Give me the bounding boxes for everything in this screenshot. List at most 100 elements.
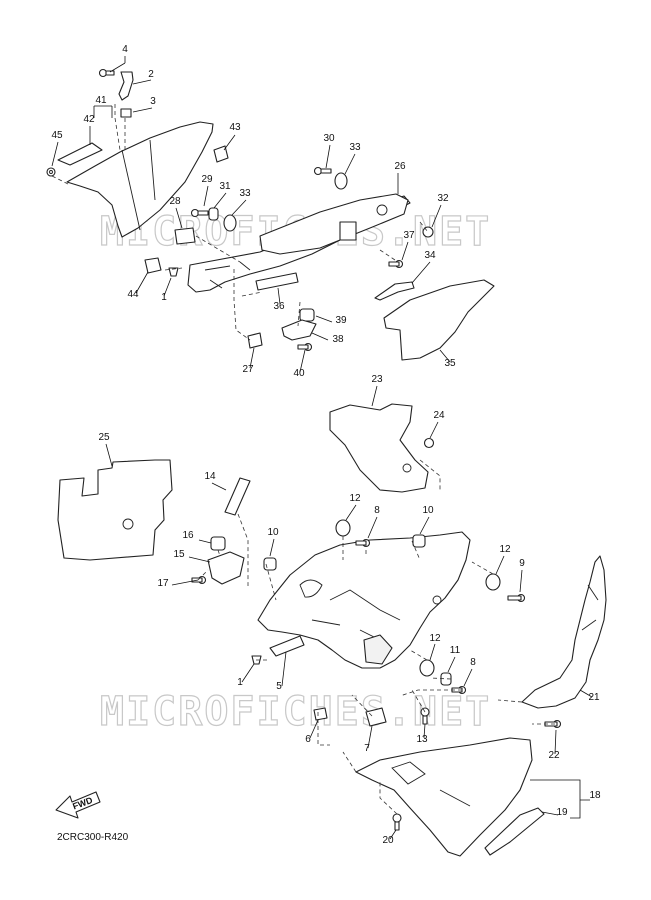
- callout-23: 23: [371, 374, 383, 385]
- callout-9: 9: [519, 558, 525, 569]
- nut-24: [423, 437, 435, 449]
- callout-35: 35: [444, 358, 456, 369]
- callout-25: 25: [98, 432, 110, 443]
- callout-39: 39: [335, 315, 347, 326]
- callout-44: 44: [127, 289, 139, 300]
- collar-16: [210, 536, 226, 551]
- stay-5: [269, 635, 305, 657]
- clip-43: [213, 145, 229, 163]
- bolt-8-a: [355, 538, 371, 548]
- callout-27: 27: [242, 364, 254, 375]
- clip-7: [365, 707, 387, 727]
- callout-24: 24: [433, 410, 445, 421]
- callout-11: 11: [450, 645, 461, 656]
- side-cover-18: [355, 737, 533, 857]
- clip-6: [313, 707, 328, 721]
- collar-12-c: [419, 659, 435, 677]
- bolt-4: [98, 68, 115, 78]
- tank-side-cover-left: [66, 121, 214, 238]
- nut-27: [247, 332, 263, 349]
- bracket-38: [281, 319, 317, 341]
- callout-36: 36: [273, 301, 285, 312]
- bushing-10-b: [412, 534, 426, 548]
- callout-29: 29: [201, 174, 213, 185]
- callout-18: 18: [589, 790, 601, 801]
- callout-33: 33: [349, 142, 361, 153]
- callout-37: 37: [403, 230, 415, 241]
- callout-3: 3: [150, 96, 156, 107]
- bracket-2: [118, 71, 134, 101]
- bushing-39: [299, 308, 315, 322]
- clip-1-upper: [168, 267, 179, 277]
- watermark-bottom: MICROFICHES.NET: [100, 689, 491, 735]
- callout-31: 31: [219, 181, 231, 192]
- lower-assembly: [57, 403, 607, 857]
- emblem-42: [57, 142, 103, 166]
- callout-12: 12: [349, 493, 361, 504]
- callout-17: 17: [157, 578, 169, 589]
- callout-32: 32: [437, 193, 449, 204]
- callout-26: 26: [394, 161, 406, 172]
- upper-assembly: [46, 68, 495, 361]
- collar-33-a: [334, 172, 348, 190]
- diagram-code: 2CRC300-R420: [57, 832, 129, 843]
- panel-25: [57, 459, 173, 561]
- bolt-37: [388, 259, 404, 269]
- callout-1: 1: [237, 677, 243, 688]
- callout-7: 7: [364, 743, 370, 754]
- bushing-10-a: [263, 557, 277, 571]
- bracket-15: [207, 551, 245, 585]
- callout-33: 33: [239, 188, 251, 199]
- block-28: [174, 227, 196, 245]
- main-frame-panel: [257, 531, 471, 669]
- side-cover-21: [521, 555, 607, 709]
- trim-34: [374, 281, 415, 301]
- fwd-arrow-icon: FWD: [55, 791, 101, 819]
- callout-28: 28: [169, 196, 181, 207]
- callout-21: 21: [588, 692, 600, 703]
- callout-8: 8: [374, 505, 380, 516]
- callout-12: 12: [429, 633, 441, 644]
- bolt-29: [190, 208, 209, 218]
- bolt-9: [507, 593, 526, 603]
- callout-20: 20: [382, 835, 394, 846]
- collar-33-b: [223, 214, 237, 232]
- cover-26: [259, 193, 409, 255]
- callout-1: 1: [161, 292, 167, 303]
- callout-43: 43: [229, 122, 241, 133]
- collar-31: [208, 207, 219, 221]
- bolt-30: [313, 166, 332, 176]
- collar-12-a: [335, 519, 351, 537]
- callout-15: 15: [173, 549, 185, 560]
- leader-lines: [51, 56, 593, 840]
- callout-16: 16: [182, 530, 194, 541]
- nut-32: [422, 226, 434, 238]
- collar-12-b: [485, 573, 501, 591]
- strip-14: [224, 477, 251, 516]
- pad-44: [144, 257, 162, 274]
- callout-10: 10: [422, 505, 434, 516]
- callout-19: 19: [556, 807, 568, 818]
- callout-6: 6: [305, 734, 311, 745]
- grommet-45: [46, 167, 56, 177]
- callout-2: 2: [148, 69, 154, 80]
- callout-13: 13: [416, 734, 428, 745]
- callout-8: 8: [470, 657, 476, 668]
- screw-20: [392, 813, 402, 831]
- strip-36: [255, 272, 299, 291]
- bolt-17: [191, 575, 207, 585]
- bolt-40: [297, 342, 313, 352]
- clip-3: [120, 108, 132, 118]
- callout-4: 4: [122, 44, 128, 55]
- callout-41: 41: [95, 95, 107, 106]
- callout-14: 14: [204, 471, 216, 482]
- duct-23: [329, 403, 429, 493]
- callout-10: 10: [267, 527, 279, 538]
- cover-35: [383, 279, 495, 361]
- callout-34: 34: [424, 250, 436, 261]
- strip-19: [484, 807, 545, 856]
- callout-12: 12: [499, 544, 511, 555]
- callout-40: 40: [293, 368, 305, 379]
